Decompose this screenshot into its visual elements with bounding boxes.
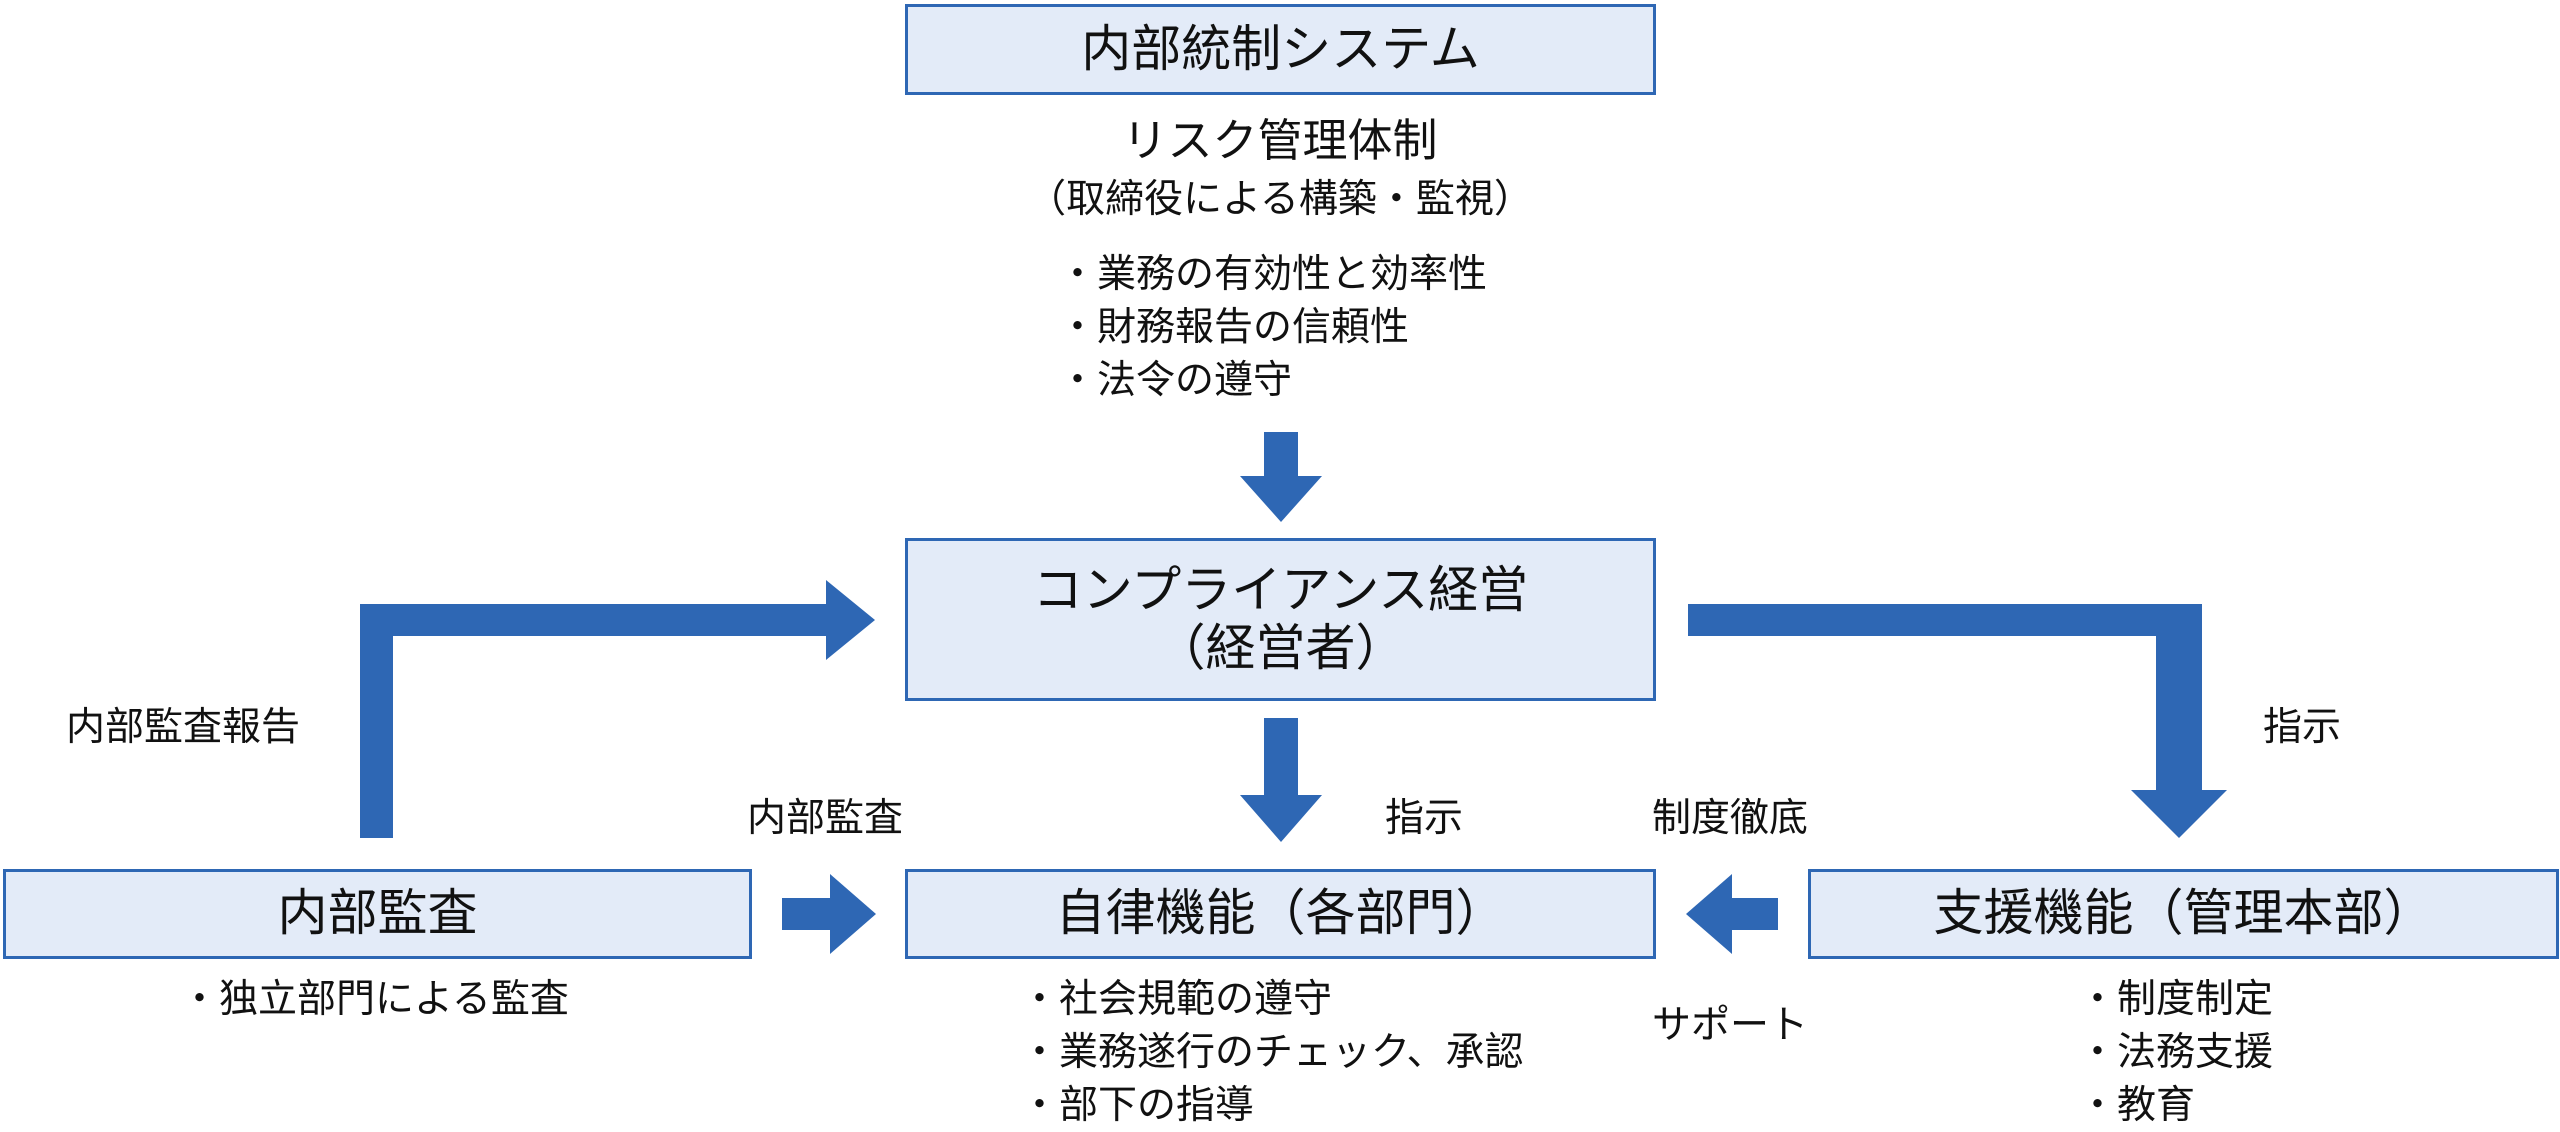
objective-item: 法令の遵守 (1058, 354, 1487, 407)
internal-audit-box: 内部監査 (3, 869, 752, 959)
internal-audit-title: 内部監査 (277, 884, 478, 943)
label-support: サポート (1652, 1003, 1809, 1048)
objective-item: 財務報告の信頼性 (1058, 301, 1487, 354)
objectives-list: 業務の有効性と効率性 財務報告の信頼性 法令の遵守 (1058, 248, 1487, 407)
autonomy-item: 業務遂行のチェック、承認 (1020, 1026, 1524, 1079)
arrow-down-to-compliance (1240, 432, 1322, 522)
autonomy-function-box: 自律機能（各部門） (905, 869, 1656, 959)
label-internal-audit: 内部監査 (747, 796, 904, 841)
objective-item: 業務の有効性と効率性 (1058, 248, 1487, 301)
autonomy-item: 部下の指導 (1020, 1079, 1524, 1132)
arrow-audit-to-autonomy (782, 874, 876, 954)
risk-management-title: リスク管理体制 (1122, 114, 1438, 167)
arrow-audit-report-shaft (360, 604, 826, 838)
compliance-management-title: コンプライアンス経営 (1032, 561, 1529, 619)
audit-item: 独立部門による監査 (180, 973, 569, 1026)
label-system-enforcement: 制度徹底 (1652, 796, 1809, 841)
support-function-title: 支援機能（管理本部） (1933, 884, 2434, 943)
audit-items-list: 独立部門による監査 (180, 973, 569, 1026)
arrow-down-to-autonomy (1240, 718, 1322, 842)
autonomy-items-list: 社会規範の遵守 業務遂行のチェック、承認 部下の指導 (1020, 973, 1524, 1132)
autonomy-function-title: 自律機能（各部門） (1055, 884, 1506, 943)
label-instruction-center: 指示 (1385, 796, 1464, 841)
support-item: 法務支援 (2078, 1026, 2273, 1079)
risk-management-subtitle: （取締役による構築・監視） (1027, 177, 1533, 222)
label-internal-audit-report: 内部監査報告 (66, 705, 301, 750)
autonomy-item: 社会規範の遵守 (1020, 973, 1524, 1026)
support-items-list: 制度制定 法務支援 教育 (2078, 973, 2273, 1132)
arrow-instruction-right (1688, 604, 2227, 838)
compliance-management-subtitle: （経営者） (1155, 618, 1406, 677)
support-function-box: 支援機能（管理本部） (1808, 869, 2559, 959)
compliance-management-box: コンプライアンス経営 （経営者） (905, 538, 1656, 701)
arrow-support-to-autonomy (1686, 874, 1778, 954)
internal-control-system-title: 内部統制システム (1081, 19, 1480, 78)
label-instruction-right: 指示 (2263, 705, 2342, 750)
support-item: 制度制定 (2078, 973, 2273, 1026)
internal-control-system-box: 内部統制システム (905, 4, 1656, 95)
support-item: 教育 (2078, 1079, 2273, 1132)
